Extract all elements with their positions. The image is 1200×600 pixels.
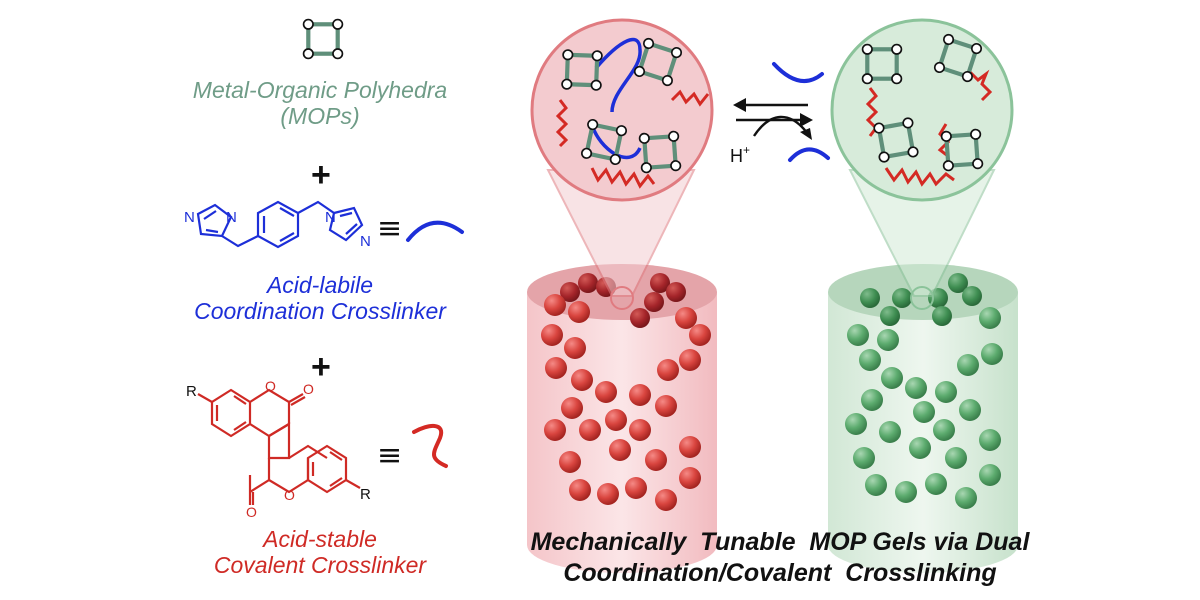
green-gel-particles <box>845 273 1003 509</box>
imidazole-linker-structure <box>196 200 364 249</box>
oxygen-label: O <box>303 381 314 397</box>
green-zoom-origin <box>910 286 934 310</box>
mops-label-line1: Metal-Organic Polyhedra <box>192 77 448 103</box>
imidazole-n-label: N <box>184 209 195 226</box>
free-crosslinker-bound <box>788 147 830 162</box>
covalent-crosslinker-label: Acid-stable Covalent Crosslinker <box>150 526 490 579</box>
figure-title: Mechanically Tunable MOP Gels via Dual C… <box>500 527 1060 588</box>
imidazole-n-label: N <box>325 209 336 226</box>
free-crosslinker-released <box>772 62 824 84</box>
oxygen-label: O <box>284 487 295 503</box>
blue-label-line2: Coordination Crosslinker <box>194 297 446 324</box>
r-group-label: R <box>186 383 197 400</box>
red-label-line2: Covalent Crosslinker <box>213 551 427 578</box>
oxygen-label: O <box>246 504 257 520</box>
imidazole-n-label: N <box>360 233 371 250</box>
coordination-crosslinker-label: Acid-labile Coordination Crosslinker <box>150 272 490 325</box>
equivalence-symbol-blue: ≡ <box>377 211 402 246</box>
blue-crosslinker-glyph <box>406 220 464 242</box>
red-gel-particles <box>541 273 711 511</box>
title-line1: Mechanically Tunable MOP Gels via Dual <box>530 528 1030 556</box>
plus-sign-2: + <box>311 348 331 386</box>
mop-icon <box>304 20 343 59</box>
green-network-zoom-circle <box>830 18 1014 202</box>
coumarin-dimer-structure <box>197 388 361 505</box>
red-label-line1: Acid-stable <box>263 526 377 552</box>
r-group-label: R <box>360 486 371 503</box>
plus-sign-1: + <box>311 156 331 194</box>
oxygen-label: O <box>265 378 276 394</box>
equilibrium-arrows <box>733 98 813 140</box>
red-crosslinker-glyph <box>412 424 448 468</box>
mops-label-line2: (MOPs) <box>280 102 360 129</box>
red-network-zoom-circle <box>530 18 714 202</box>
red-zoom-origin <box>610 286 634 310</box>
mops-label: Metal-Organic Polyhedra (MOPs) <box>150 77 490 130</box>
blue-label-line1: Acid-labile <box>266 272 374 298</box>
equivalence-symbol-red: ≡ <box>377 438 402 473</box>
title-line2: Coordination/Covalent Crosslinking <box>563 558 997 587</box>
proton-label: H+ <box>730 143 750 166</box>
imidazole-n-label: N <box>226 209 237 226</box>
